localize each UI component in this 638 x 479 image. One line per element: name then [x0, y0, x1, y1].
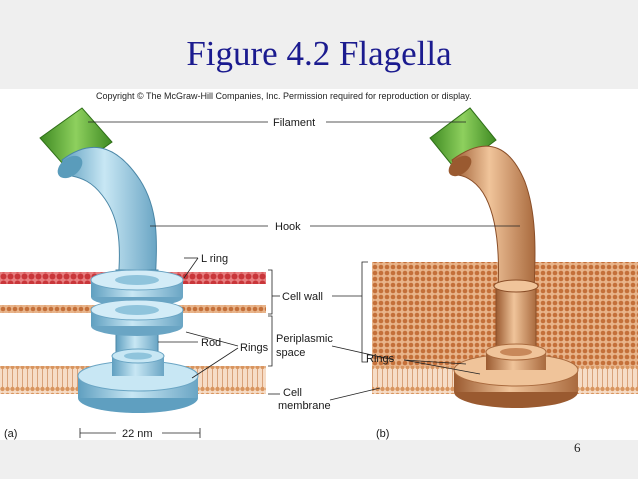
panel-b-illustration: [372, 107, 638, 408]
filament-a: [39, 107, 113, 173]
label-rings-b: Rings: [366, 353, 395, 365]
label-l-ring: L ring: [201, 253, 228, 265]
copyright-notice: Copyright © The McGraw-Hill Companies, I…: [96, 91, 472, 101]
label-filament: Filament: [273, 117, 315, 129]
hook-a-opening: [57, 155, 83, 179]
slide-title: Figure 4.2 Flagella: [186, 34, 452, 73]
label-cell: Cell: [283, 387, 302, 399]
label-hook: Hook: [275, 221, 301, 233]
label-cell-wall: Cell wall: [282, 291, 323, 303]
label-rod: Rod: [201, 337, 221, 349]
slide-number: 6: [574, 440, 581, 455]
filament-b: [429, 107, 497, 171]
label-panel-b: (b): [376, 428, 389, 440]
label-rings: Rings: [240, 342, 269, 354]
hook-b-opening: [448, 155, 472, 177]
label-periplasmic-space: space: [276, 347, 305, 359]
panel-a-illustration: [0, 107, 266, 413]
label-membrane: membrane: [278, 400, 331, 412]
leader-lines: [79, 121, 520, 438]
label-panel-a: (a): [4, 428, 17, 440]
label-scale-bar: 22 nm: [122, 428, 153, 440]
label-periplasmic: Periplasmic: [276, 333, 333, 345]
